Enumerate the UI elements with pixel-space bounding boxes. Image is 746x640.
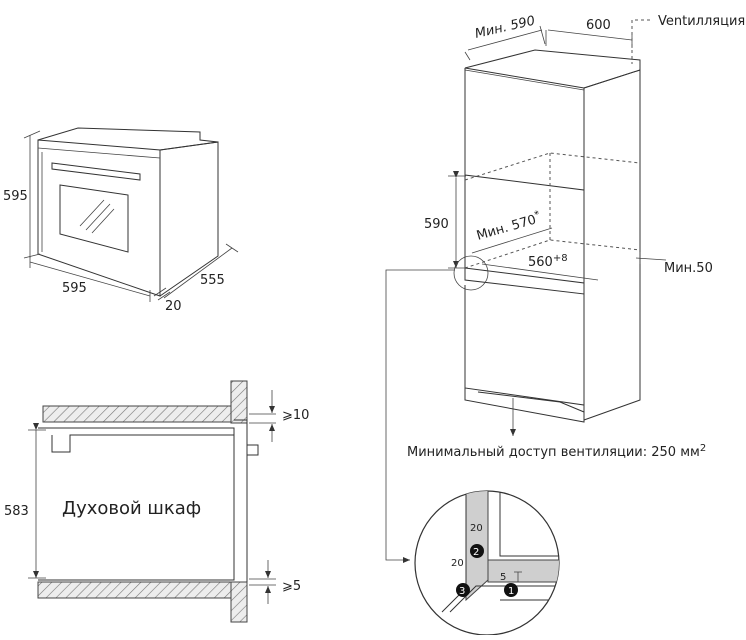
section-height-label: 583: [4, 504, 29, 519]
bottom-gap-label: ⩾5: [282, 579, 301, 594]
vent-access-label: Минимальный доступ вентиляции: 250 мм2: [407, 443, 706, 460]
oven-height-label: 595: [3, 189, 28, 204]
niche-width-label: 560+8: [528, 253, 568, 270]
detail-marker-3: [456, 583, 470, 597]
cabinet-side: [583, 69, 641, 421]
oven-section-label: Духовой шкаф: [62, 498, 201, 519]
oven-top: [37, 127, 219, 151]
oven-isometric: 595 595 555 20: [3, 127, 239, 314]
detail-leader: [385, 269, 455, 563]
side-section: Духовой шкаф 583 ⩾10 ⩾5: [4, 380, 309, 623]
cabinet-top: [464, 49, 641, 89]
cabinet-depth-label: 600: [586, 18, 611, 33]
column-top: [230, 380, 248, 424]
top-shelf: [42, 405, 232, 423]
svg-text:3: 3: [459, 586, 465, 597]
oven-side: [159, 141, 219, 297]
detail-callout: [453, 255, 489, 291]
cabinet-upper-panel: [464, 68, 585, 191]
top-gap-label: ⩾10: [282, 408, 309, 423]
svg-text:2: 2: [473, 547, 479, 558]
detail-marker-2: [470, 544, 484, 558]
svg-text:1: 1: [508, 586, 514, 597]
detail-marker-1: [504, 583, 518, 597]
oven-door-label: 20: [165, 299, 182, 314]
niche-depth-label: Мин. 570*: [474, 209, 542, 244]
oven-handle: [51, 162, 141, 181]
detail-dim-a: 20: [470, 523, 483, 534]
niche-height-label: 590: [424, 217, 449, 232]
gap-label: Мин.50: [664, 261, 713, 276]
oven-window: [59, 184, 129, 253]
oven-depth-label: 555: [200, 273, 225, 288]
oven-width-label: 595: [62, 281, 87, 296]
detail-dim-c: 5: [500, 572, 506, 583]
detail-zoom: 20 20 5 2 3 1: [414, 490, 560, 636]
cabinet-lower-panel: [464, 285, 585, 406]
ventilation-label: Ventилляция: [658, 14, 745, 29]
detail-dim-b: 20: [451, 558, 464, 569]
bottom-shelf: [37, 581, 232, 599]
oven-body: [38, 427, 235, 581]
column-bottom: [230, 581, 248, 623]
cabinet-isometric: Мин. 590 600 Ventилляция 590 Мин. 570* 5…: [385, 14, 745, 563]
cabinet-min-width-label: Мин. 590: [474, 14, 537, 42]
